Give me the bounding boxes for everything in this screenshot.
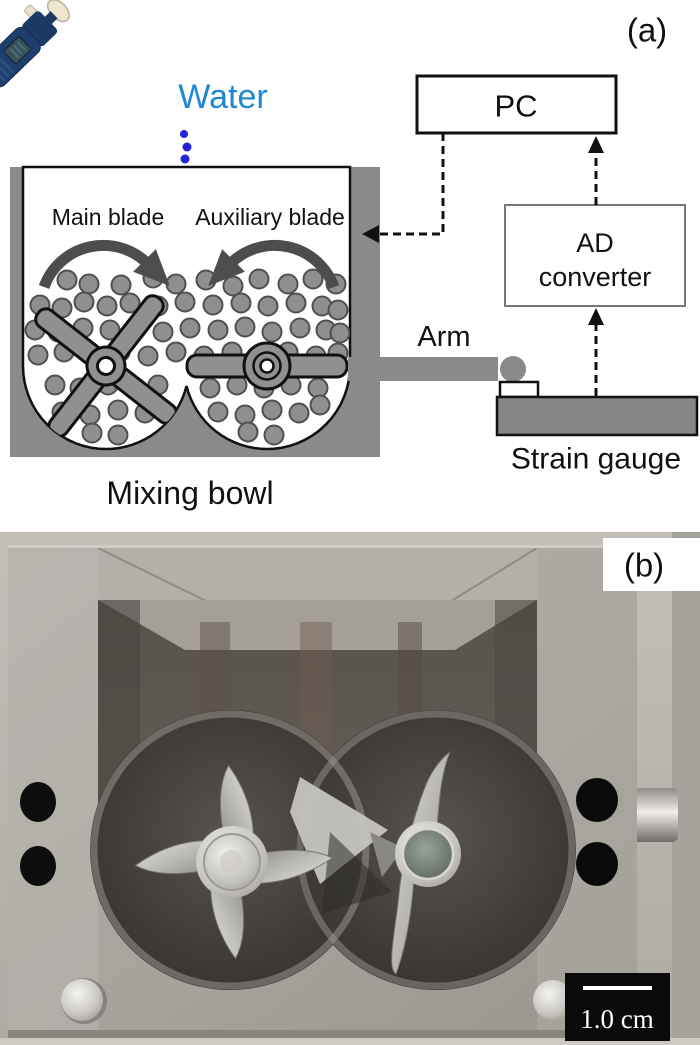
main-blade	[34, 294, 178, 438]
ad-converter-label-line1: AD	[576, 228, 614, 258]
water-droplet	[180, 154, 190, 164]
granule	[237, 421, 259, 443]
granule	[285, 292, 307, 314]
granule	[195, 269, 217, 291]
contact-block	[498, 380, 540, 399]
granule	[199, 377, 221, 399]
granule	[288, 402, 310, 424]
granule	[257, 295, 279, 317]
scale-bar-line	[583, 986, 652, 990]
ad-converter-box	[504, 204, 686, 307]
mixing-bowl-label: Mixing bowl	[106, 475, 273, 511]
granule	[96, 295, 118, 317]
main-blade-label: Main blade	[52, 204, 165, 230]
arm-ball	[500, 356, 526, 382]
right-facet-edge	[447, 547, 538, 604]
granule	[263, 424, 285, 446]
granule	[56, 269, 78, 291]
auxiliary-blade	[185, 341, 349, 391]
blade-shadow	[322, 832, 392, 914]
granule	[289, 317, 311, 339]
photo-bottom-strip	[0, 1038, 700, 1045]
photo-auxiliary-blade	[370, 750, 461, 975]
granule	[174, 291, 196, 313]
panel-a-schematic: (a) Water	[0, 0, 699, 511]
pipette-icon	[0, 0, 70, 88]
pc-to-bowl-dashed-line	[368, 133, 445, 236]
left-pillar-hole	[20, 782, 56, 822]
drive-shaft-rod	[630, 788, 678, 842]
granule	[165, 341, 187, 363]
granule	[202, 294, 224, 316]
pc-to-bowl-arrowhead	[362, 225, 379, 243]
granule	[248, 268, 270, 290]
ad-to-pc-arrowhead	[588, 136, 604, 153]
granule	[142, 267, 164, 289]
granule	[329, 322, 350, 344]
ad-converter-label-line2: converter	[539, 262, 652, 292]
granule	[309, 394, 331, 416]
granule	[277, 273, 299, 295]
auxiliary-blade-label: Auxiliary blade	[195, 204, 345, 230]
granule	[179, 317, 201, 339]
granule	[78, 273, 100, 295]
granule	[234, 316, 256, 338]
granule	[261, 321, 283, 343]
plate-bottom-edge	[8, 1030, 637, 1038]
granule	[107, 424, 129, 446]
granule	[302, 268, 324, 290]
left-facet-edge	[97, 547, 211, 604]
granule	[327, 299, 349, 321]
arm-label: Arm	[417, 321, 470, 353]
pc-box	[415, 74, 618, 135]
panel-b-label: (b)	[624, 547, 664, 584]
granule	[307, 377, 329, 399]
chamber-interior	[90, 600, 576, 990]
water-droplet	[180, 130, 188, 138]
right-dome-bolt	[533, 980, 573, 1020]
pc-label: PC	[494, 89, 537, 124]
right-pillar-hole	[576, 778, 618, 822]
granule	[152, 321, 174, 343]
granule	[207, 401, 229, 423]
main-blade-rotation-arrow	[38, 239, 170, 290]
photo-right-edge	[672, 532, 700, 1045]
granule	[44, 374, 66, 396]
granule	[27, 344, 49, 366]
arm-bar	[348, 357, 498, 381]
granule	[81, 422, 103, 444]
granule	[261, 399, 283, 421]
granule	[99, 319, 121, 341]
right-pillar-hole	[576, 842, 618, 886]
granule	[110, 274, 132, 296]
granule	[165, 273, 187, 295]
water-droplet	[182, 142, 192, 152]
panel-b-photo: 1.0 cm (b)	[0, 532, 700, 1045]
panel-a-label: (a)	[627, 12, 667, 49]
granule	[234, 404, 256, 426]
granule	[119, 292, 141, 314]
gauge-to-ad-arrowhead	[588, 308, 604, 325]
granule	[207, 319, 229, 341]
granule	[107, 399, 129, 421]
photo-main-blade	[134, 764, 334, 960]
auxiliary-blade-rotation-arrow	[208, 239, 340, 290]
panel-b-label-box	[603, 538, 700, 591]
scale-bar: 1.0 cm	[565, 973, 670, 1041]
granule	[230, 292, 252, 314]
water-label: Water	[178, 78, 267, 116]
granule	[137, 345, 159, 367]
scale-bar-label: 1.0 cm	[580, 1004, 654, 1034]
granule	[73, 291, 95, 313]
left-dome-bolt	[61, 979, 103, 1021]
left-pillar-hole	[20, 846, 56, 886]
strain-gauge-bar	[495, 395, 699, 437]
plate-top-highlight	[8, 545, 637, 548]
frame-top-face	[98, 545, 537, 600]
strain-gauge-label: Strain gauge	[511, 443, 681, 476]
